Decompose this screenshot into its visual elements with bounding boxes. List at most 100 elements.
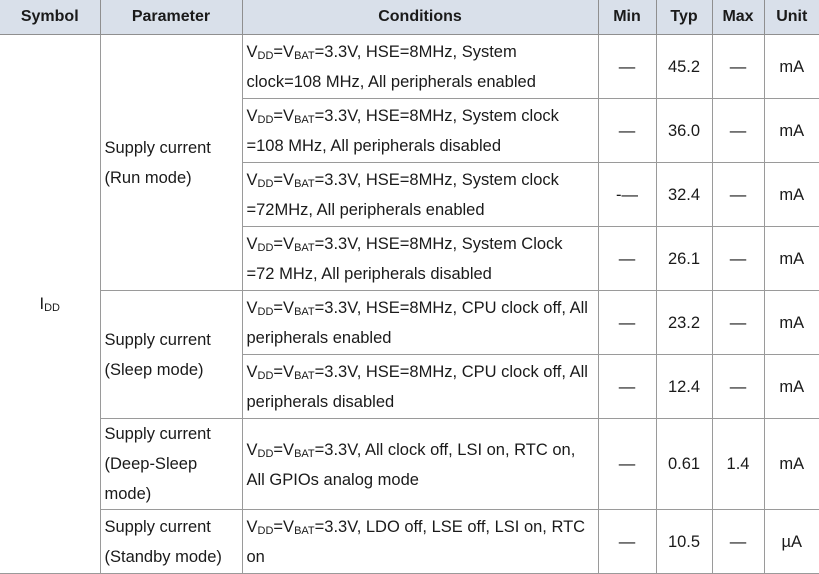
cond-sub-bat: BAT: [294, 525, 315, 537]
min-cell: —: [597, 226, 657, 291]
cond-voltage: =3.3V,: [314, 363, 366, 381]
condition-cell: VDD=VBAT=3.3V, HSE=8MHz, System clock =1…: [242, 98, 599, 163]
typ-cell: 23.2: [655, 290, 713, 355]
cond-sub-dd: DD: [257, 370, 274, 382]
cond-voltage: =3.3V,: [314, 235, 366, 253]
cond-voltage: =3.3V,: [314, 440, 365, 459]
cond-text: HSE=8MHz, CPU clock off, All peripherals…: [246, 363, 588, 411]
cond-eq: =V: [273, 518, 295, 536]
cond-voltage: =3.3V,: [314, 299, 366, 317]
condition-cell: VDD=VBAT=3.3V, HSE=8MHz, System Clock =7…: [242, 226, 599, 291]
cond-sub-dd: DD: [257, 447, 274, 460]
typ-cell: 32.4: [655, 162, 713, 227]
cond-eq: =V: [273, 107, 295, 125]
unit-cell: mA: [763, 290, 819, 355]
cond-voltage: =3.3V,: [314, 43, 366, 61]
cond-sub-bat: BAT: [294, 306, 315, 318]
unit-cell: mA: [763, 98, 819, 163]
typ-cell: 36.0: [655, 98, 713, 163]
cond-text: HSE=8MHz, System clock =108 MHz, All per…: [246, 107, 559, 155]
header-min: Min: [597, 0, 657, 35]
max-cell: —: [711, 226, 765, 291]
table-row: Supply current (Deep-Sleep mode) VDD=VBA…: [0, 418, 819, 510]
max-cell: 1.4: [711, 418, 765, 510]
cond-sub-dd: DD: [257, 50, 274, 62]
table-row: VDD=VBAT=3.3V, HSE=8MHz, CPU clock off, …: [0, 354, 819, 419]
typ-cell: 26.1: [655, 226, 713, 291]
cond-v: V: [246, 171, 258, 189]
max-cell: —: [711, 509, 765, 574]
symbol-sub: DD: [44, 302, 60, 314]
max-cell: —: [711, 290, 765, 355]
cond-sub-dd: DD: [257, 306, 274, 318]
condition-cell: VDD=VBAT=3.3V, HSE=8MHz, System clock=10…: [241, 34, 599, 99]
cond-voltage: =3.3V,: [314, 171, 366, 189]
cond-text: All clock off, LSI on, RTC on, All GPIOs…: [246, 440, 576, 489]
cond-sub-bat: BAT: [294, 114, 315, 126]
cond-v: V: [246, 440, 258, 459]
param-standby-mode: Supply current (Standby mode): [100, 509, 243, 574]
cond-sub-bat: BAT: [294, 242, 315, 254]
min-cell: —: [597, 418, 657, 510]
cond-sub-bat: BAT: [294, 178, 315, 190]
cond-v: V: [246, 235, 258, 253]
cond-eq: =V: [273, 235, 295, 253]
condition-cell: VDD=VBAT=3.3V, HSE=8MHz, System clock =7…: [242, 162, 599, 227]
table-row: VDD=VBAT=3.3V, HSE=8MHz, System clock =7…: [0, 162, 819, 227]
header-max: Max: [711, 0, 765, 35]
header-typ: Typ: [655, 0, 713, 35]
cond-v: V: [246, 107, 258, 125]
min-cell: —: [597, 354, 657, 419]
symbol-cell: IDD: [0, 34, 101, 574]
cond-text: LDO off, LSE off, LSI on, RTC on: [246, 518, 586, 566]
condition-cell: VDD=VBAT=3.3V, HSE=8MHz, CPU clock off, …: [242, 354, 599, 419]
cond-sub-dd: DD: [257, 178, 274, 190]
typ-cell: 12.4: [655, 354, 713, 419]
typ-cell: 0.61: [655, 418, 713, 510]
cond-sub-bat: BAT: [294, 50, 315, 62]
max-cell: —: [711, 34, 765, 99]
max-cell: —: [711, 162, 765, 227]
condition-cell: VDD=VBAT=3.3V, All clock off, LSI on, RT…: [241, 418, 599, 510]
cond-sub-dd: DD: [257, 242, 274, 254]
param-sleep-mode: Supply current (Sleep mode): [100, 290, 243, 419]
cond-v: V: [246, 43, 258, 61]
cond-v: V: [246, 518, 258, 536]
cond-voltage: =3.3V,: [314, 518, 366, 536]
cond-text: HSE=8MHz, CPU clock off, All peripherals…: [246, 299, 588, 347]
param-deep-sleep-mode: Supply current (Deep-Sleep mode): [100, 418, 243, 510]
unit-cell: mA: [763, 354, 819, 419]
unit-cell: µA: [763, 509, 819, 574]
table-row: VDD=VBAT=3.3V, HSE=8MHz, System clock =1…: [0, 98, 819, 163]
cond-eq: =V: [273, 299, 295, 317]
min-cell: —: [597, 509, 657, 574]
cond-text: HSE=8MHz, System clock=108 MHz, All peri…: [246, 43, 536, 91]
table-row: Supply current (Sleep mode) VDD=VBAT=3.3…: [0, 290, 819, 419]
cond-sub-bat: BAT: [294, 447, 315, 460]
cond-eq: =V: [273, 171, 295, 189]
cond-v: V: [246, 299, 258, 317]
unit-cell: mA: [763, 418, 819, 510]
header-conditions: Conditions: [241, 0, 599, 35]
unit-cell: mA: [763, 34, 819, 99]
typ-cell: 10.5: [655, 509, 713, 574]
min-cell: -—: [597, 162, 657, 227]
cond-eq: =V: [273, 363, 295, 381]
symbol-main: I: [39, 295, 45, 313]
cond-v: V: [246, 363, 258, 381]
param-run-mode: Supply current (Run mode): [99, 34, 243, 291]
cond-sub-dd: DD: [257, 114, 274, 126]
cond-text: HSE=8MHz, System clock =72MHz, All perip…: [246, 171, 559, 219]
table-row: VDD=VBAT=3.3V, HSE=8MHz, System Clock =7…: [0, 226, 819, 291]
min-cell: —: [597, 290, 657, 355]
min-cell: —: [597, 34, 657, 99]
header-row: Symbol Parameter Conditions Min Typ Max …: [0, 0, 819, 35]
max-cell: —: [711, 354, 765, 419]
typ-cell: 45.2: [655, 34, 713, 99]
max-cell: —: [711, 98, 765, 163]
cond-voltage: =3.3V,: [314, 107, 366, 125]
header-symbol: Symbol: [0, 0, 101, 35]
cond-eq: =V: [273, 440, 295, 459]
unit-cell: mA: [763, 226, 819, 291]
